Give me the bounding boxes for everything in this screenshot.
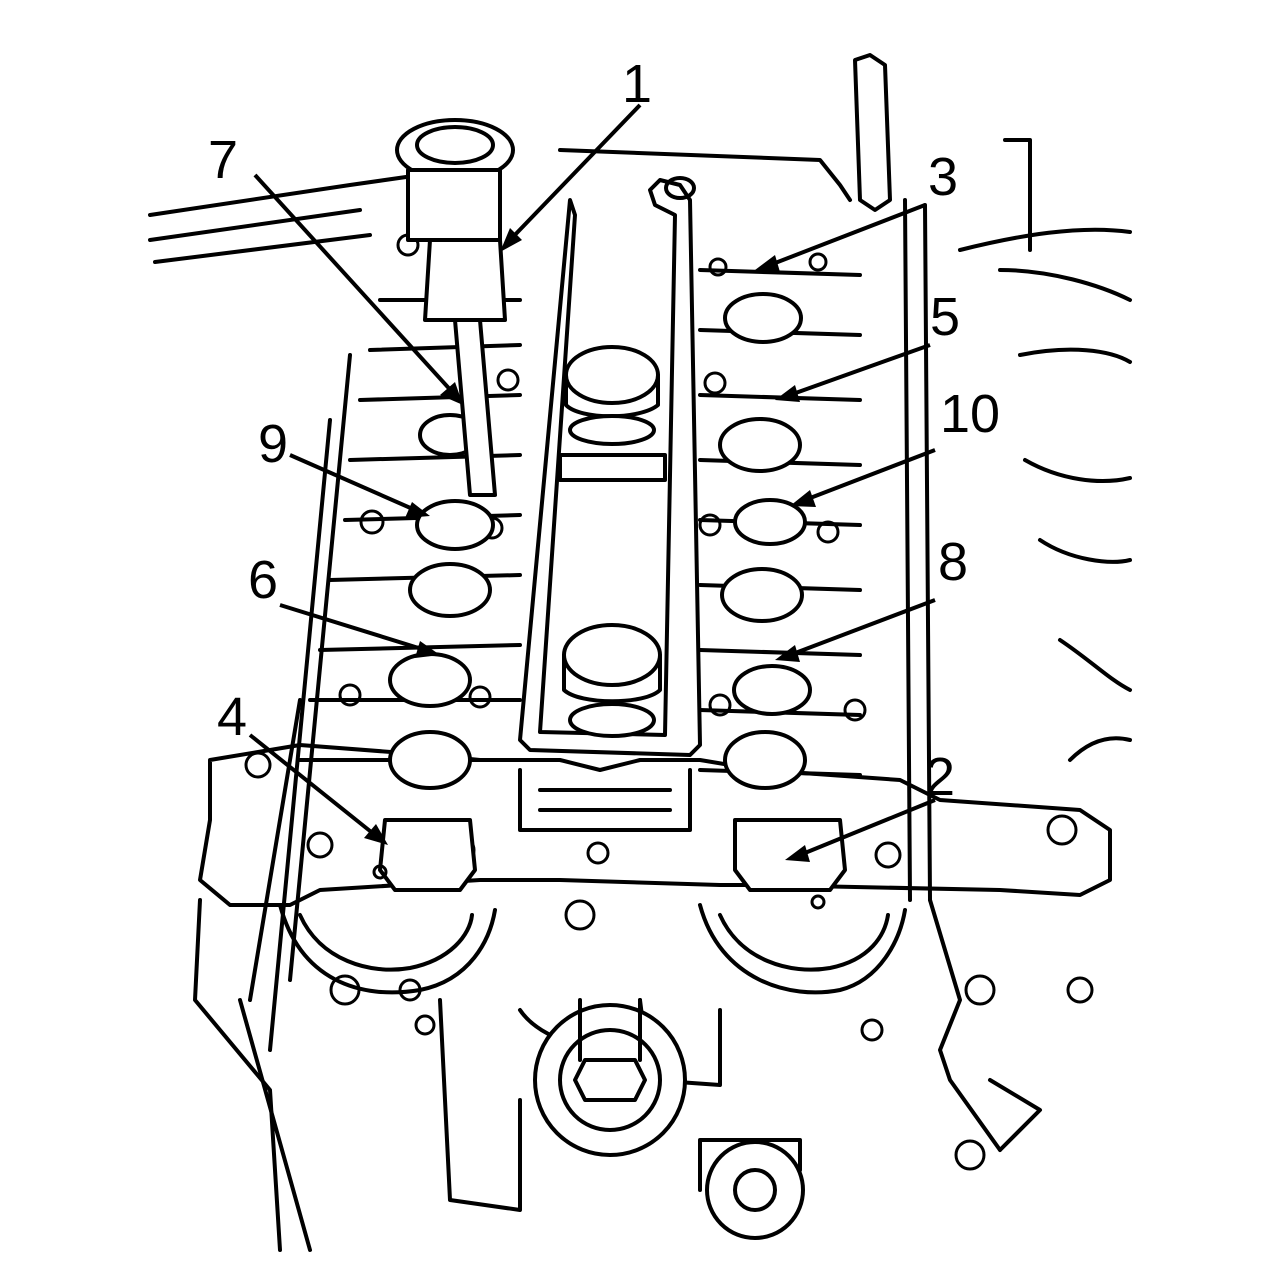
callout-8: 8 <box>938 532 968 592</box>
callout-2: 2 <box>925 747 955 807</box>
cylinder-head-drawing <box>148 53 1132 1252</box>
callout-10: 10 <box>940 384 1000 444</box>
callout-5: 5 <box>930 287 960 347</box>
callout-3: 3 <box>928 147 958 207</box>
callout-arrows <box>248 103 936 862</box>
exhaust-camshaft <box>698 268 862 790</box>
callout-4: 4 <box>217 687 247 747</box>
callout-7: 7 <box>208 130 238 190</box>
torque-wrench-icon <box>395 118 515 497</box>
callout-9: 9 <box>258 414 288 474</box>
callout-1: 1 <box>622 54 652 114</box>
callout-labels: 1 2 3 4 5 6 7 8 9 10 <box>208 54 1000 807</box>
bolt-holes <box>244 233 1094 1171</box>
callout-6: 6 <box>248 550 278 610</box>
